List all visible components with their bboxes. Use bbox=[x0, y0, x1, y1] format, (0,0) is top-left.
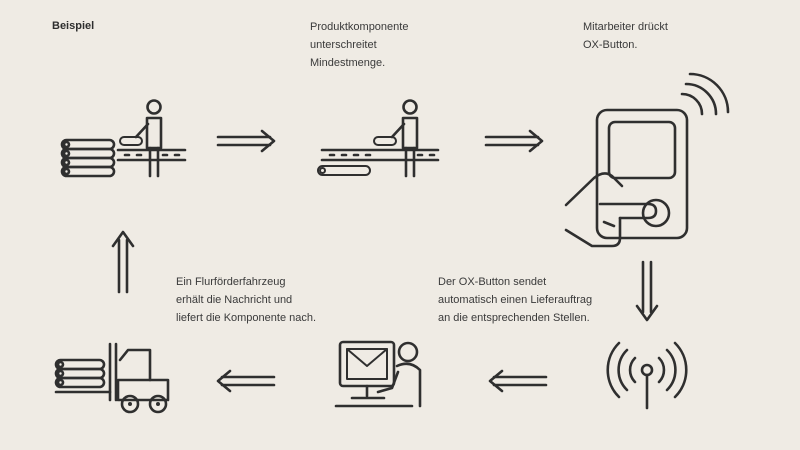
forklift-icon bbox=[54, 342, 170, 414]
computer-mail-icon bbox=[334, 340, 422, 408]
step-caption-send-order: Der OX-Button sendet automatisch einen L… bbox=[438, 276, 593, 324]
tablet-press-icon bbox=[564, 72, 730, 248]
worker-conveyor-low-icon bbox=[317, 99, 440, 178]
arrow-left-2 bbox=[216, 369, 276, 393]
arrow-down bbox=[635, 260, 659, 322]
arrow-right-2 bbox=[484, 129, 544, 153]
step-caption-low-stock: Produktkomponente unterschreitet Mindest… bbox=[310, 21, 409, 69]
diagram-title: Beispiel bbox=[52, 20, 95, 32]
arrow-right-1 bbox=[216, 129, 276, 153]
worker-conveyor-full-icon bbox=[60, 99, 187, 178]
arrow-up bbox=[111, 230, 135, 294]
antenna-signal-icon bbox=[606, 341, 688, 410]
step-caption-press-button: Mitarbeiter drückt OX-Button. bbox=[583, 21, 668, 51]
arrow-left-1 bbox=[488, 369, 548, 393]
step-caption-delivery: Ein Flurförderfahrzeug erhält die Nachri… bbox=[176, 276, 317, 324]
